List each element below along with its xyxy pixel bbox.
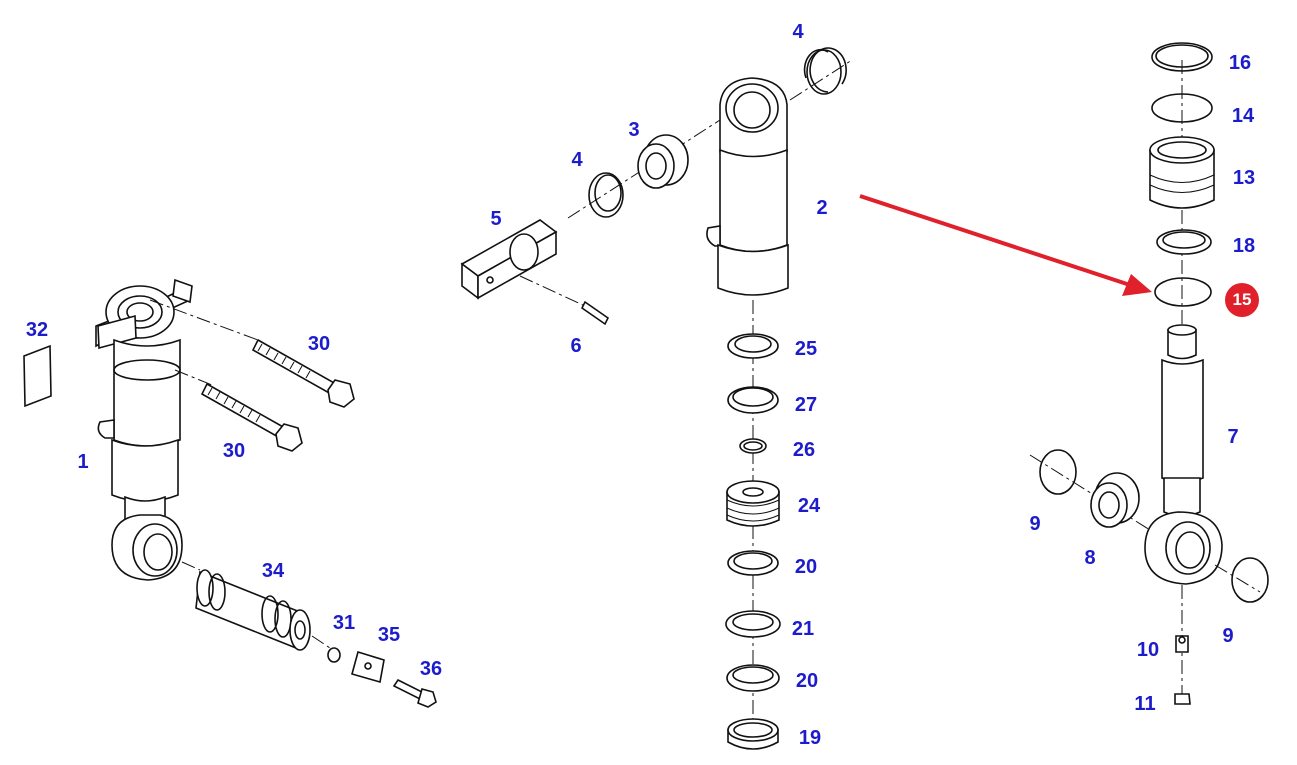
part-4-circlip-upper [803, 47, 847, 95]
part-36-screw [392, 678, 437, 708]
label-part-10: 10 [1136, 639, 1160, 661]
part-18-ring [1156, 229, 1212, 255]
label-part-1: 1 [77, 451, 89, 473]
label-part-4-lower: 4 [571, 149, 583, 171]
label-part-13: 13 [1232, 167, 1256, 189]
label-part-20-upper: 20 [794, 556, 818, 578]
part-2-cylinder-barrel [706, 77, 789, 296]
label-part-6: 6 [570, 335, 582, 357]
part-20-ring-upper [727, 550, 779, 576]
label-part-18: 18 [1232, 235, 1256, 257]
part-3-bushing [637, 134, 689, 189]
part-25-seal [727, 333, 779, 359]
label-part-25: 25 [794, 338, 818, 360]
part-35-plate [351, 650, 385, 684]
label-part-7: 7 [1227, 426, 1239, 448]
label-part-8: 8 [1084, 547, 1096, 569]
label-part-5: 5 [490, 208, 502, 230]
part-30-bolt-lower [200, 382, 303, 452]
part-5-clevis-pin [460, 219, 558, 300]
label-part-15-highlighted: 15 [1225, 283, 1259, 317]
label-part-27: 27 [794, 394, 818, 416]
label-part-36: 36 [419, 658, 443, 680]
label-part-34: 34 [261, 560, 285, 582]
part-20-ring-lower [726, 664, 780, 692]
part-16-ring [1151, 42, 1213, 72]
label-part-9-right: 9 [1222, 625, 1234, 647]
label-part-30-upper: 30 [307, 333, 331, 355]
part-21-seal [725, 610, 781, 638]
label-part-3: 3 [628, 119, 640, 141]
part-30-bolt-upper [251, 338, 355, 408]
label-part-4-upper: 4 [792, 21, 804, 43]
cylinder-assembly-1 [95, 278, 193, 581]
label-part-9-left: 9 [1029, 513, 1041, 535]
label-part-16: 16 [1228, 52, 1252, 74]
part-10-grease-nipple [1175, 635, 1189, 653]
part-27-ring [727, 386, 779, 414]
part-34-pin [195, 569, 311, 651]
label-part-14: 14 [1231, 105, 1255, 127]
part-7-piston-rod [1144, 324, 1223, 585]
label-part-31: 31 [332, 612, 356, 634]
label-part-30-lower: 30 [222, 440, 246, 462]
pointer-arrow [859, 194, 1152, 296]
part-26-oring [739, 438, 767, 454]
part-19-bushing [727, 718, 779, 750]
part-9-circlip-left [1039, 449, 1077, 495]
label-part-11: 11 [1134, 693, 1156, 715]
part-9-circlip-right [1231, 557, 1269, 603]
label-part-35: 35 [377, 624, 401, 646]
part-13-gland [1149, 136, 1215, 209]
label-part-32: 32 [25, 319, 49, 341]
label-part-2: 2 [816, 197, 828, 219]
part-11-cap [1174, 693, 1191, 705]
part-4-circlip-lower [588, 172, 624, 218]
part-24-piston [726, 480, 780, 527]
label-part-19: 19 [798, 727, 822, 749]
part-6-pin [580, 300, 610, 326]
part-31-cap [327, 647, 341, 663]
label-part-24: 24 [797, 495, 821, 517]
part-15-circlip-highlighted [1154, 277, 1212, 307]
part-32-decal [23, 344, 52, 408]
label-part-26: 26 [792, 439, 816, 461]
part-8-bushing [1090, 472, 1140, 528]
label-part-21: 21 [791, 618, 815, 640]
label-part-20-lower: 20 [795, 670, 819, 692]
part-14-ring [1151, 93, 1213, 123]
